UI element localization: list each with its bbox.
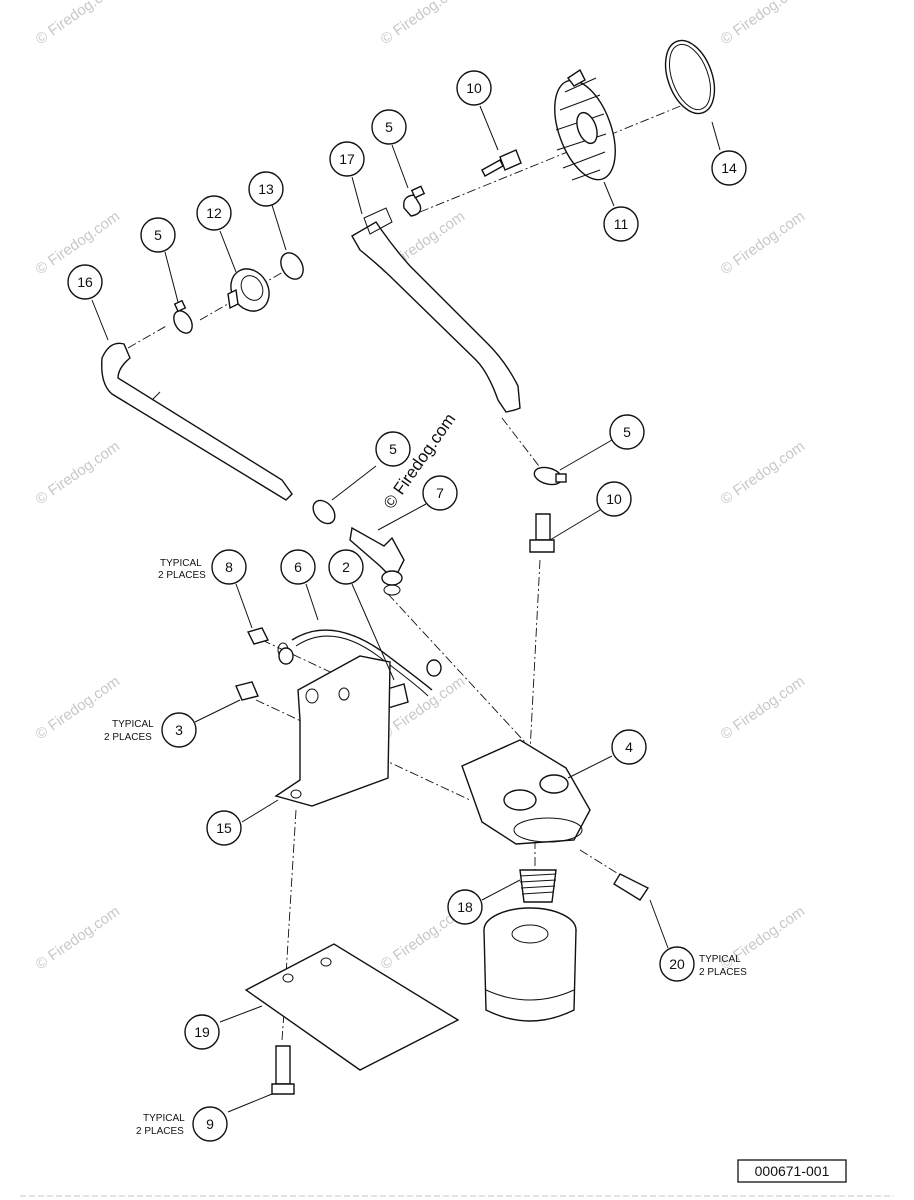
typical-line1: TYPICAL: [699, 954, 741, 965]
callout-7: 7: [422, 475, 458, 511]
callout-8: 8: [211, 549, 247, 585]
leader-lines: [91, 105, 721, 1113]
callout-5-left: 5: [140, 217, 176, 253]
callout-5-mid: 5: [375, 431, 411, 467]
callout-label: 5: [623, 424, 631, 440]
callout-label: 17: [339, 151, 355, 167]
callout-label: 5: [154, 227, 162, 243]
bolt-9: [271, 1045, 295, 1095]
watermark: © Firedog.com: [33, 438, 124, 508]
typical-note-9: TYPICAL 2 PLACES: [136, 1113, 185, 1137]
hose-clamp-lower-left: [312, 499, 336, 525]
figure-id-label: 000671-001: [755, 1163, 830, 1179]
watermark: © Firedog.com: [718, 673, 809, 743]
fitting-lower: [529, 513, 555, 553]
filter-canister: [483, 907, 577, 1022]
callout-12: 12: [196, 195, 232, 231]
callout-label: 4: [625, 739, 633, 755]
nut-3: [235, 681, 259, 701]
callout-label: 8: [225, 559, 233, 575]
callout-label: 11: [614, 216, 629, 232]
callout-label: 15: [216, 820, 232, 836]
elbow-fitting: [349, 526, 405, 596]
callout-19: 19: [184, 1014, 220, 1050]
watermark-layer: © Firedog.com © Firedog.com © Firedog.co…: [33, 0, 809, 973]
watermark: © Firedog.com: [718, 438, 809, 508]
typical-line1: TYPICAL: [160, 558, 202, 569]
watermark: © Firedog.com: [718, 0, 809, 48]
callout-label: 3: [175, 722, 183, 738]
callout-10-lower: 10: [596, 481, 632, 517]
callout-label: 7: [436, 485, 444, 501]
callout-2: 2: [328, 549, 364, 585]
callout-3: 3: [161, 712, 197, 748]
filter-head: [461, 739, 591, 845]
callout-16: 16: [67, 264, 103, 300]
callout-label: 12: [206, 205, 222, 221]
callout-label: 18: [457, 899, 473, 915]
callout-label: 14: [721, 160, 737, 176]
callout-label: 6: [294, 559, 302, 575]
watermark: © Firedog.com: [33, 903, 124, 973]
typical-note-8: TYPICAL 2 PLACES: [158, 558, 206, 581]
callout-label: 19: [194, 1024, 210, 1040]
o-ring-large: [664, 39, 716, 115]
typical-line2: 2 PLACES: [158, 570, 206, 581]
callout-label: 9: [206, 1116, 214, 1132]
watermark: © Firedog.com: [33, 0, 124, 48]
callout-10-upper: 10: [456, 70, 492, 106]
fitting-upper: [481, 149, 522, 177]
callout-label: 5: [385, 119, 393, 135]
hose-left: [101, 342, 293, 501]
o-ring-small: [280, 252, 304, 280]
typical-line2: 2 PLACES: [136, 1126, 184, 1137]
watermark: © Firedog.com: [718, 208, 809, 278]
figure-id: 000671-001: [737, 1159, 847, 1183]
plate: [244, 943, 460, 1071]
callout-4: 4: [611, 729, 647, 765]
callout-14: 14: [711, 150, 747, 186]
callout-label: 10: [606, 491, 622, 507]
callout-18: 18: [447, 889, 483, 925]
hose-clamp-left: [173, 299, 193, 334]
callout-15: 15: [206, 810, 242, 846]
callout-11: 11: [603, 206, 639, 242]
spring: [519, 869, 557, 903]
callout-label: 5: [389, 441, 397, 457]
callout-5-right: 5: [609, 414, 645, 450]
typical-line2: 2 PLACES: [699, 967, 747, 978]
callout-label: 20: [669, 956, 685, 972]
callout-label: 2: [342, 559, 350, 575]
callout-9: 9: [192, 1106, 228, 1142]
typical-line1: TYPICAL: [112, 719, 154, 730]
typical-note-20: TYPICAL 2 PLACES: [699, 954, 747, 978]
callout-5-upper: 5: [371, 109, 407, 145]
typical-line2: 2 PLACES: [104, 732, 152, 743]
typical-note-3: TYPICAL 2 PLACES: [104, 719, 154, 743]
callout-13: 13: [248, 171, 284, 207]
callout-6: 6: [280, 549, 316, 585]
watermark: © Firedog.com: [378, 0, 469, 48]
callout-label: 13: [258, 181, 274, 197]
callout-label: 10: [466, 80, 482, 96]
valve: [227, 268, 270, 312]
typical-line1: TYPICAL: [143, 1113, 185, 1124]
fan-impeller: [554, 68, 616, 181]
callout-label: 16: [77, 274, 93, 290]
hose-upper: [351, 207, 521, 413]
callout-17: 17: [329, 141, 365, 177]
bracket: [274, 655, 391, 807]
hose-clamp-upper: [403, 185, 426, 217]
hose-clamp-right: [533, 466, 567, 486]
callout-20: 20: [659, 946, 695, 982]
bolt-20: [613, 873, 650, 901]
